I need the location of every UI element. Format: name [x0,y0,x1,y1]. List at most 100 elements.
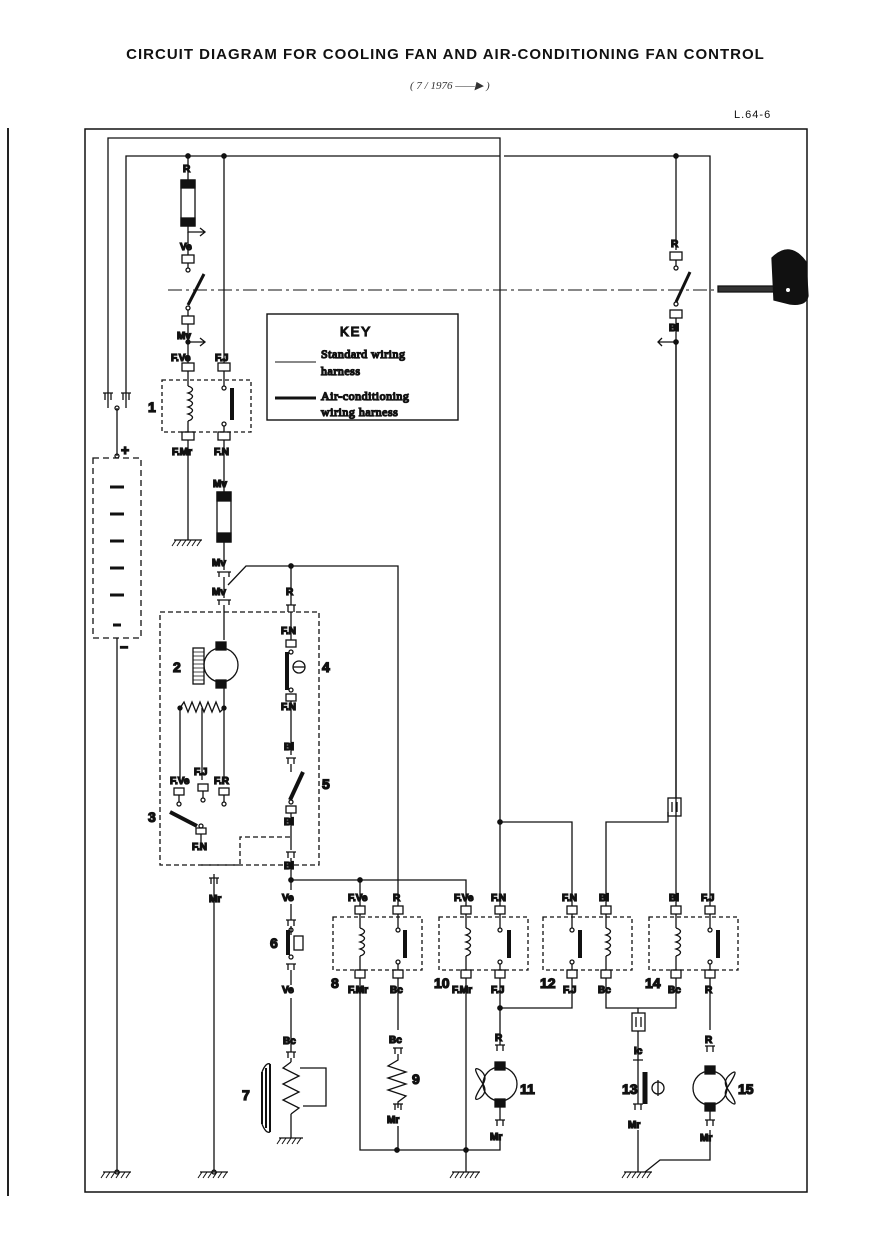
label-ve-6-bot: Ve [282,985,294,996]
label-fj-1: F.J [215,353,228,364]
component-8-number: 8 [331,975,339,991]
component-12-number: 12 [540,975,556,991]
label-r-14: R [705,985,713,996]
legend-heading: KEY [340,324,372,339]
label-fj-12: F.J [563,985,576,996]
thermal-switch-5 [285,757,467,906]
label-fj-2: F.J [194,767,207,778]
label-r-8: R [393,893,401,904]
label-bc-9: Bc [389,1035,402,1046]
label-fmr-1: F.Mr [172,447,192,458]
reference-code: L.64-6 [734,109,772,121]
label-mr-left: Mr [209,894,221,905]
component-11-number: 11 [520,1081,535,1097]
relay-14 [605,905,739,1030]
component-6-number: 6 [270,935,278,951]
label-fn-3: F.N [192,842,207,853]
component-5-number: 5 [322,776,330,792]
label-bl-main: Bl [284,861,294,872]
label-mv-fuse-top: Mv [213,479,227,490]
label-fn-4-bot: F.N [281,702,296,713]
battery-minus-label: − [120,639,128,655]
label-r-4: R [286,587,294,598]
label-mv-fuse-bot: Mv [212,558,226,569]
label-bc-7: Bc [283,1036,296,1047]
component-1-number: 1 [148,399,156,415]
label-mr-11: Mr [490,1132,502,1143]
label-fve-2: F.Ve [170,776,190,787]
component-15-number: 15 [738,1081,754,1097]
top-wiring [107,137,711,906]
selector-switch-3 [169,810,290,1179]
relay-8 [332,905,466,1153]
fan-fuse [216,440,399,906]
diagram-frame [84,128,808,1193]
top-fuse [180,175,207,273]
label-fmr-8: F.Mr [348,985,368,996]
label-fj-14: F.J [701,893,714,904]
label-mv-switch: Mv [177,331,191,342]
component-4-number: 4 [322,659,330,675]
label-fn-12: F.N [562,893,577,904]
label-r-top: R [183,164,191,175]
label-bl-5-bot: Bl [284,817,294,828]
component-3-number: 3 [148,809,156,825]
legend-box [266,313,459,421]
resistor-9 [385,978,409,1150]
battery-icon [92,392,142,1179]
pressure-switch-6 [286,904,304,1062]
ignition-switch-right [657,251,692,906]
label-fve-8: F.Ve [348,893,368,904]
relay-10 [438,905,573,1179]
page-margin-bar [0,128,9,1196]
legend-aircon-label: Air-conditioning [321,389,409,403]
fan-motor-assembly [159,611,320,866]
label-fve-10: F.Ve [454,893,474,904]
component-14-number: 14 [645,975,661,991]
label-fve-1: F.Ve [171,353,191,364]
label-fmr-10: F.Mr [452,985,472,996]
compressor-sensor-7 [261,1061,327,1145]
label-bl-12: Bl [599,893,609,904]
label-fn-1: F.N [214,447,229,458]
label-bl-ignition: Bl [669,323,679,334]
page-title: CIRCUIT DIAGRAM FOR COOLING FAN AND AIR-… [126,46,765,63]
label-bl-14: Bl [669,893,679,904]
battery-plus-label: + [121,442,129,458]
label-bc-14: Bc [668,985,681,996]
label-mv-motor: Mv [212,587,226,598]
label-fn-4-top: F.N [281,626,296,637]
legend-standard-label-2: harness [321,364,361,378]
label-r-15: R [705,1035,713,1046]
ignition-switch-left [181,273,207,363]
label-bl-5-top: Bl [284,742,294,753]
label-fr-2: F.R [214,776,230,787]
component-7-number: 7 [242,1087,250,1103]
component-9-number: 9 [412,1071,420,1087]
component-13-number: 13 [622,1081,638,1097]
aircon-fan-motor-15 [692,1045,736,1126]
label-ve-top: Ve [180,242,192,253]
label-fn-10: F.N [491,893,506,904]
label-mr-13: Mr [628,1120,640,1131]
relay-1 [161,362,252,547]
component-10-number: 10 [434,975,450,991]
legend-standard-label: Standard wiring [321,347,406,361]
date-range: ( 7 / 1976 ——▶ ) [410,80,490,92]
cooling-fan-motor-11 [475,1044,518,1126]
label-mr-15: Mr [700,1133,712,1144]
component-2-number: 2 [173,659,181,675]
label-r-11: R [495,1033,503,1044]
label-ve-6-top: Ve [282,893,294,904]
label-fj-10: F.J [491,985,504,996]
label-mr-9: Mr [387,1115,399,1126]
thermal-switch-4 [285,563,306,755]
label-ic-13: Ic [634,1046,643,1057]
label-bc-12: Bc [598,985,611,996]
label-r-ignition: R [671,239,679,250]
ignition-key-icon [717,249,809,305]
clutch-13 [621,1008,711,1179]
legend-aircon-label-2: wiring harness [321,405,398,419]
label-bc-8: Bc [390,985,403,996]
